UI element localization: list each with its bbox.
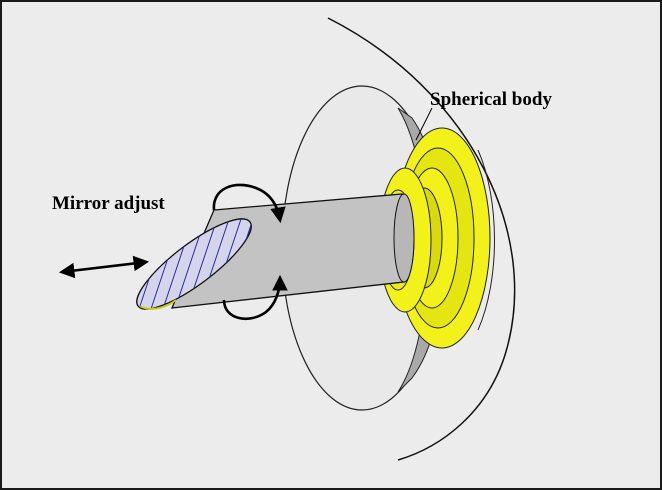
- rotation-arrow-bottom: [222, 274, 288, 320]
- rotation-arrow-top: [212, 183, 286, 224]
- spherical-body-leader: [415, 107, 433, 141]
- mirror-adjust-label: Mirror adjust: [52, 193, 165, 214]
- outer-arc: [327, 17, 516, 461]
- linear-adjust-arrow: [58, 255, 150, 279]
- spherical-body-label: Spherical body: [430, 89, 552, 110]
